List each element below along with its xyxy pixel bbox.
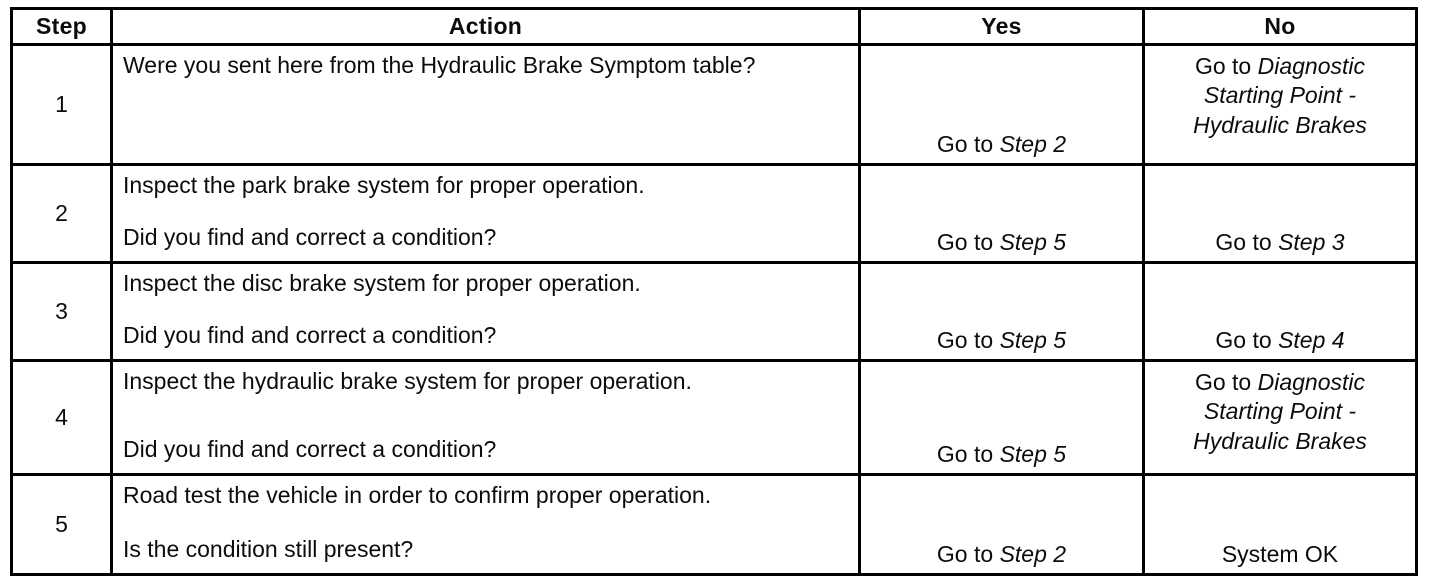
result-text: Go to Step 2 bbox=[936, 540, 1067, 567]
action-cell: Inspect the hydraulic brake system for p… bbox=[113, 359, 861, 473]
yes-cell: Go to Step 5 bbox=[861, 163, 1145, 261]
result-text: System OK bbox=[1221, 540, 1339, 567]
action-question: Did you find and correct a condition? bbox=[123, 224, 497, 251]
goto-reference: Step 3 bbox=[1278, 228, 1345, 255]
result-text: Go to Step 4 bbox=[1215, 326, 1345, 353]
no-cell: System OK bbox=[1145, 473, 1415, 573]
step-cell: 2 bbox=[13, 163, 113, 261]
action-statement: Inspect the park brake system for proper… bbox=[123, 172, 645, 198]
step-cell: 5 bbox=[13, 473, 113, 573]
action-cell: Were you sent here from the Hydraulic Br… bbox=[113, 43, 861, 163]
no-cell: Go to Diagnostic Starting Point - Hydrau… bbox=[1145, 359, 1415, 473]
diagnostic-table: Step Action Yes No 1 Were you sent here f… bbox=[10, 7, 1418, 576]
action-cell: Inspect the park brake system for proper… bbox=[113, 163, 861, 261]
result-text: Go to Step 5 bbox=[936, 326, 1067, 353]
column-header-action: Action bbox=[113, 10, 861, 43]
no-cell: Go to Step 3 bbox=[1145, 163, 1415, 261]
action-statement: Inspect the disc brake system for proper… bbox=[123, 270, 641, 296]
result-text: Go to Step 5 bbox=[936, 228, 1067, 255]
goto-reference: Step 4 bbox=[1278, 326, 1345, 353]
yes-cell: Go to Step 2 bbox=[861, 473, 1145, 573]
column-header-yes: Yes bbox=[861, 10, 1145, 43]
table-row: 5 Road test the vehicle in order to confi… bbox=[13, 473, 1415, 573]
goto-reference: Step 2 bbox=[999, 130, 1067, 157]
goto-reference: Step 5 bbox=[999, 326, 1067, 353]
goto-reference: Diagnostic Starting Point - Hydraulic Br… bbox=[1193, 53, 1367, 138]
table-body: 1 Were you sent here from the Hydraulic B… bbox=[13, 43, 1415, 573]
table-row: 2 Inspect the park brake system for prope… bbox=[13, 163, 1415, 261]
table-row: 1 Were you sent here from the Hydraulic B… bbox=[13, 43, 1415, 163]
no-cell: Go to Step 4 bbox=[1145, 261, 1415, 359]
column-header-step: Step bbox=[13, 10, 113, 43]
yes-cell: Go to Step 5 bbox=[861, 359, 1145, 473]
result-text: Go to Step 5 bbox=[936, 440, 1067, 467]
goto-reference: Step 5 bbox=[999, 440, 1067, 467]
step-cell: 4 bbox=[13, 359, 113, 473]
yes-cell: Go to Step 2 bbox=[861, 43, 1145, 163]
table-row: 4 Inspect the hydraulic brake system for … bbox=[13, 359, 1415, 473]
action-statement: Road test the vehicle in order to confir… bbox=[123, 482, 712, 508]
action-cell: Inspect the disc brake system for proper… bbox=[113, 261, 861, 359]
action-question: Did you find and correct a condition? bbox=[123, 436, 497, 463]
action-cell: Road test the vehicle in order to confir… bbox=[113, 473, 861, 573]
action-statement: Were you sent here from the Hydraulic Br… bbox=[123, 52, 756, 78]
step-cell: 1 bbox=[13, 43, 113, 163]
result-text: Go to Step 2 bbox=[936, 130, 1067, 157]
result-text: Go to Diagnostic Starting Point - Hydrau… bbox=[1193, 53, 1367, 138]
action-question: Did you find and correct a condition? bbox=[123, 322, 497, 349]
yes-cell: Go to Step 5 bbox=[861, 261, 1145, 359]
table-row: 3 Inspect the disc brake system for prope… bbox=[13, 261, 1415, 359]
action-question: Is the condition still present? bbox=[123, 536, 414, 563]
result-text: Go to Diagnostic Starting Point - Hydrau… bbox=[1193, 369, 1367, 454]
goto-reference: Diagnostic Starting Point - Hydraulic Br… bbox=[1193, 369, 1367, 454]
result-text: Go to Step 3 bbox=[1215, 228, 1345, 255]
goto-reference: Step 5 bbox=[999, 228, 1067, 255]
column-header-no: No bbox=[1264, 13, 1296, 39]
table-header-row: Step Action Yes No bbox=[13, 10, 1415, 43]
goto-reference: Step 2 bbox=[999, 540, 1067, 567]
step-cell: 3 bbox=[13, 261, 113, 359]
no-cell: Go to Diagnostic Starting Point - Hydrau… bbox=[1145, 43, 1415, 163]
action-statement: Inspect the hydraulic brake system for p… bbox=[123, 368, 692, 394]
